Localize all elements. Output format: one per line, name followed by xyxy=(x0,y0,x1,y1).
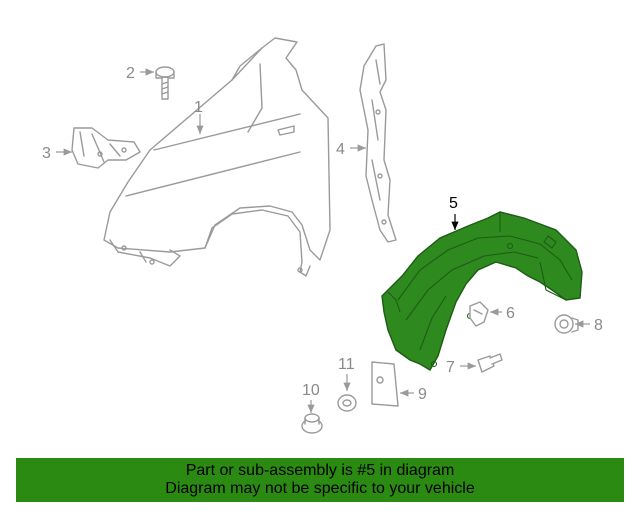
callout-7[interactable]: 7 xyxy=(446,359,455,376)
callout-6[interactable]: 6 xyxy=(506,305,515,322)
callout-3[interactable]: 3 xyxy=(42,145,51,162)
screw-part-7[interactable] xyxy=(477,353,503,373)
banner-line-1: Part or sub-assembly is #5 in diagram xyxy=(185,462,455,479)
info-banner: Part or sub-assembly is #5 in diagram Di… xyxy=(16,458,624,502)
callout-9[interactable]: 9 xyxy=(418,386,427,403)
callout-5[interactable]: 5 xyxy=(449,195,458,212)
callout-labels: 1 2 3 4 5 6 7 8 9 10 11 xyxy=(42,65,603,403)
callout-1[interactable]: 1 xyxy=(194,99,203,116)
plug-part-10[interactable] xyxy=(301,413,323,434)
strip-bracket-part-4[interactable] xyxy=(359,43,397,243)
callout-leaders xyxy=(56,68,590,413)
callout-8[interactable]: 8 xyxy=(594,317,603,334)
bracket-part-3[interactable] xyxy=(71,127,141,169)
fender-liner-part-5[interactable] xyxy=(381,211,583,371)
callout-11[interactable]: 11 xyxy=(338,356,355,373)
callout-4[interactable]: 4 xyxy=(336,141,345,158)
callout-2[interactable]: 2 xyxy=(126,65,135,82)
bolt-part-2[interactable] xyxy=(155,66,175,100)
banner-line-2: Diagram may not be specific to your vehi… xyxy=(165,480,475,497)
parts-diagram: 1 2 3 4 5 6 7 8 9 10 11 xyxy=(42,37,603,434)
washer-part-11[interactable] xyxy=(337,394,357,412)
fender-part[interactable] xyxy=(103,37,331,277)
callout-10[interactable]: 10 xyxy=(302,382,320,399)
clip-part-6[interactable] xyxy=(469,301,489,327)
grommet-part-8[interactable] xyxy=(554,314,579,334)
plate-part-9[interactable] xyxy=(371,361,399,407)
